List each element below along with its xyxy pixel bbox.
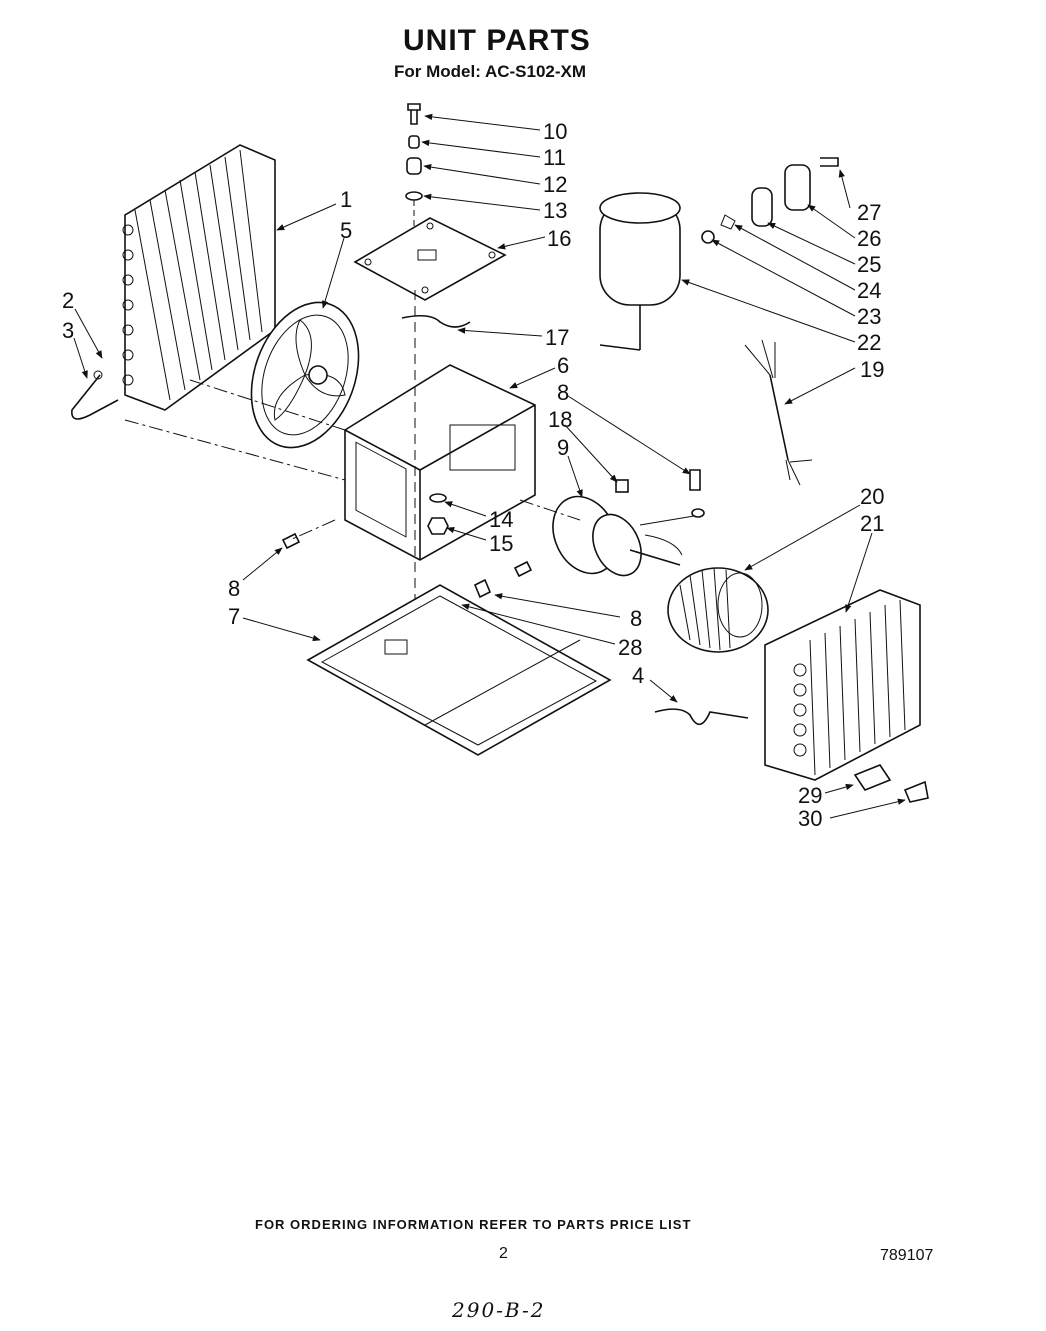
drain-tube [71, 370, 119, 420]
alignment-lines [124, 379, 581, 541]
callout-16: 16 [547, 226, 571, 251]
blower-wheel [667, 567, 769, 653]
callout-28: 28 [618, 635, 642, 660]
callout-8-mid: 8 [630, 606, 642, 631]
capacitor [599, 192, 681, 351]
callout-29: 29 [798, 783, 822, 808]
callout-10: 10 [543, 119, 567, 144]
callout-20: 20 [860, 484, 884, 509]
callout-22: 22 [857, 330, 881, 355]
callout-17: 17 [545, 325, 569, 350]
leader-lines [73, 113, 906, 819]
callout-6: 6 [557, 353, 569, 378]
callout-5: 5 [340, 218, 352, 243]
page-number: 2 [499, 1245, 508, 1262]
handwritten-note: 290-B-2 [452, 1298, 546, 1322]
screw-stack [405, 103, 423, 228]
callout-3: 3 [62, 318, 74, 343]
callout-7: 7 [228, 604, 240, 629]
callout-12: 12 [543, 172, 567, 197]
callout-labels: 10 11 12 13 16 1 5 2 3 17 6 8 18 9 27 26… [62, 119, 884, 831]
evaporator-coil [764, 589, 921, 781]
fasteners [281, 469, 701, 599]
callout-14: 14 [489, 507, 513, 532]
model-subtitle: For Model: AC-S102-XM [394, 62, 587, 81]
callout-21: 21 [860, 511, 884, 536]
chassis-bracket [344, 290, 536, 700]
ordering-note: FOR ORDERING INFORMATION REFER TO PARTS … [255, 1217, 692, 1232]
document-number: 789107 [880, 1247, 934, 1264]
mounting-plate [353, 217, 507, 301]
callout-19: 19 [860, 357, 884, 382]
callout-4: 4 [632, 663, 644, 688]
callout-1: 1 [340, 187, 352, 212]
small-brackets [853, 764, 929, 803]
base-pan [306, 584, 612, 756]
callout-11: 11 [543, 145, 566, 170]
callout-27: 27 [857, 200, 881, 225]
callout-30: 30 [798, 806, 822, 831]
callout-8-top: 8 [557, 380, 569, 405]
callout-15: 15 [489, 531, 513, 556]
wiring-harness [744, 339, 813, 486]
callout-18: 18 [548, 407, 572, 432]
fan-motor [552, 495, 705, 577]
spring-clip [401, 314, 471, 328]
callout-9: 9 [557, 435, 569, 460]
capacitor-hardware [701, 157, 839, 244]
fan-shroud [250, 301, 360, 449]
callout-8-left: 8 [228, 576, 240, 601]
callout-24: 24 [857, 278, 881, 303]
page-title: UNIT PARTS [403, 24, 591, 57]
sensor-tube [654, 708, 749, 726]
condenser-coil [122, 144, 276, 411]
callout-13: 13 [543, 198, 567, 223]
callout-23: 23 [857, 304, 881, 329]
callout-25: 25 [857, 252, 881, 277]
callout-26: 26 [857, 226, 881, 251]
callout-2: 2 [62, 288, 74, 313]
